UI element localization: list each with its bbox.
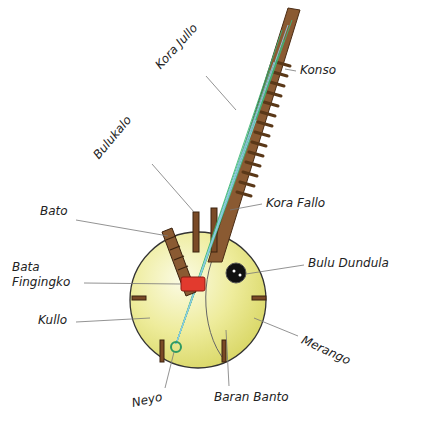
part-label: Konso <box>300 63 336 78</box>
strings <box>176 20 292 344</box>
neck <box>208 8 300 262</box>
part-label: Kullo <box>38 313 67 328</box>
handle <box>193 212 199 252</box>
part-label: Bulukalo <box>90 113 135 162</box>
part-label: Neyo <box>130 390 163 411</box>
bridge-notches <box>166 236 188 270</box>
part-label: Merango <box>299 333 353 369</box>
part-label: Baran Banto <box>214 390 289 405</box>
sound-hole-dot <box>239 274 242 277</box>
string-ring <box>171 342 181 352</box>
part-label: Bato <box>40 204 68 219</box>
part-label: Kora Fallo <box>266 196 325 211</box>
leader-lines <box>76 69 304 388</box>
peg <box>132 296 146 300</box>
peg <box>252 296 266 300</box>
sound-hole <box>226 263 246 283</box>
peg <box>222 340 226 362</box>
part-label: Kora Jullo <box>152 21 201 73</box>
peg <box>160 340 164 362</box>
sound-hole-dot <box>233 270 236 273</box>
part-label: Bata Fingingko <box>12 260 82 290</box>
bridge-pad <box>181 277 205 291</box>
tuning-rings <box>237 62 290 196</box>
strings <box>176 25 288 344</box>
part-label: Bulu Dundula <box>308 256 389 271</box>
